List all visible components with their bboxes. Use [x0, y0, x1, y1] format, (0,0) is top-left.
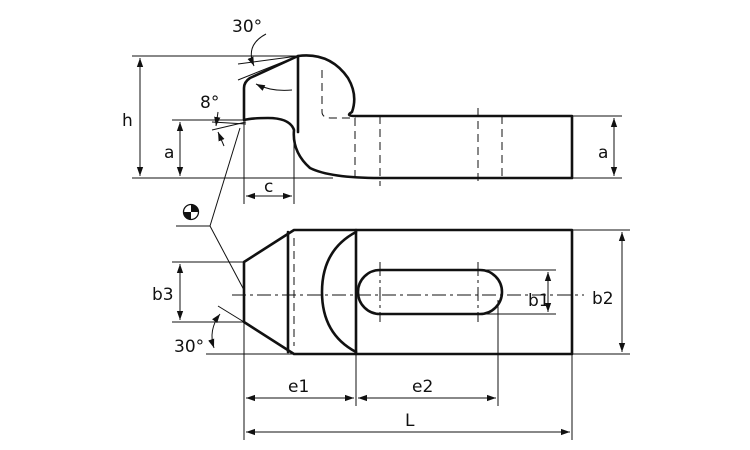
angle-top-label: 30° — [232, 17, 262, 37]
e2-label: e2 — [412, 377, 433, 397]
top-view: b3 b1 b2 30° e1 e2 L — [152, 228, 630, 440]
side-view-outline — [242, 54, 574, 180]
b2-label: b2 — [592, 289, 614, 309]
a-left-label: a — [164, 143, 174, 163]
side-view: h a a c 30° 8° — [122, 17, 622, 204]
quartered-circle-icon — [176, 127, 245, 291]
b3-label: b3 — [152, 285, 174, 305]
top-view-u-slot — [320, 230, 358, 354]
a-right-label: a — [598, 143, 608, 163]
angle-small-label: 8° — [200, 93, 219, 113]
h-label: h — [122, 111, 133, 131]
side-view-hidden-slot — [321, 70, 356, 178]
angle-top-arc — [247, 33, 267, 67]
b1-label: b1 — [528, 291, 550, 311]
e1-label: e1 — [288, 377, 309, 397]
angle-bottom-label: 30° — [174, 337, 204, 357]
L-label: L — [405, 411, 415, 431]
angle-bottom-arc — [208, 313, 221, 349]
c-label: c — [264, 177, 273, 197]
top-view-outline — [242, 228, 574, 356]
